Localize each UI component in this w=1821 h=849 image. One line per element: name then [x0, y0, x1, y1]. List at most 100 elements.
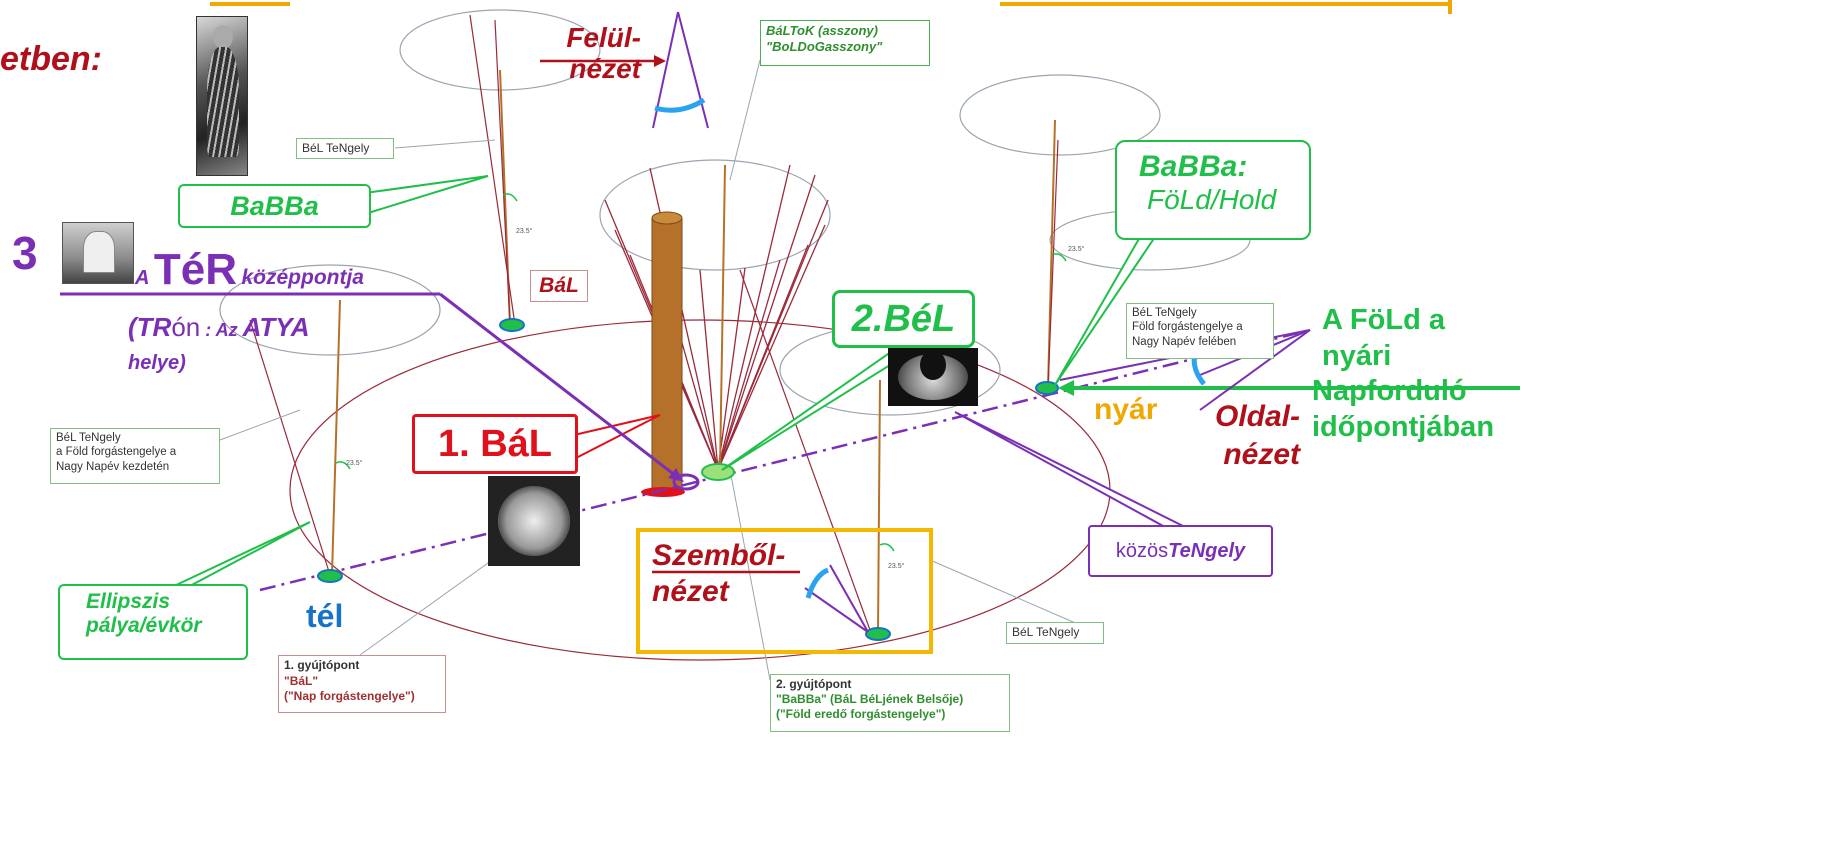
kozos-text: közösTeNgely [1090, 527, 1271, 575]
fold-nyari-l1: A FöLd a [1322, 304, 1445, 336]
side-view-line2: nézet [1223, 437, 1300, 471]
front-view-line2: nézet [652, 575, 729, 608]
tron-colon: : Az [200, 320, 243, 340]
top-view-arc [654, 97, 706, 113]
ter-pointer-line [439, 292, 677, 478]
axis-lines [331, 69, 1056, 634]
tron-label: (TRón : Az ATYA [128, 312, 310, 343]
ter-pointer-head [668, 468, 684, 482]
front-view-label: Szemből- nézet [652, 538, 785, 610]
top-ellipse-right [959, 74, 1161, 156]
bel2-callout: 2.BéL [832, 290, 975, 348]
gyujto1-l3: ("Nap forgástengelye") [284, 689, 415, 704]
fold-nyari-l4: időpontjában [1312, 410, 1495, 443]
sun-image [488, 476, 580, 566]
tel-label: tél [306, 598, 344, 634]
babba-fold-callout: BaBBa: FöLd/Hold [1115, 140, 1311, 240]
gyujto2-label: 2. gyújtópont "BaBBa" (BáL BéLjének Bels… [770, 674, 1010, 732]
ter-rest: középpontja [241, 266, 364, 289]
mid-ellipse-left [219, 264, 441, 356]
gyujto1-l1: 1. gyújtópont [284, 658, 360, 672]
front-view-line-1 [804, 587, 869, 633]
nyar-label: nyár [1094, 393, 1158, 426]
madonna-image [196, 16, 248, 176]
ellipszis-pointer [171, 521, 311, 588]
front-view-frame [636, 528, 933, 654]
top-view-arrowhead [654, 55, 666, 67]
bel-right-l2: Föld forgástengelye a [1132, 321, 1243, 334]
baltok-label: BáLToK (asszony) "BoLDoGasszony" [760, 20, 930, 66]
kozos-b: TeNgely [1168, 540, 1246, 562]
bal-rod-top [651, 211, 683, 225]
small-angle-marks [335, 193, 1067, 552]
point-left-top [499, 318, 525, 332]
top-view-label: Felül- nézet [533, 22, 641, 85]
bel-left-l2: a Föld forgástengelye a [56, 446, 177, 459]
top-view-cone-right [677, 11, 709, 129]
ter-a: A [135, 267, 150, 289]
angle-label-4: 23.5° [888, 563, 905, 570]
bel2-text: 2.BéL [851, 298, 956, 340]
front-view-line1: Szemből- [652, 539, 786, 572]
ter-ter: TéR [153, 245, 238, 294]
gyujto1-l2: "BáL" [284, 673, 319, 688]
front-view-arc [805, 567, 830, 599]
cone-rim [599, 159, 831, 271]
babba-callout-text: BaBBa [230, 191, 319, 221]
bal1-text: 1. BáL [437, 423, 553, 465]
kozos-pointer [954, 411, 1186, 528]
number-three: 3 [12, 227, 38, 279]
tron-atya: ATYA [242, 312, 310, 342]
bel-right-l3: Nagy Napév felében [1132, 335, 1237, 348]
bal1-callout: 1. BáL [412, 414, 578, 474]
bal-rod-base [641, 487, 685, 497]
angle-label-3: 23.5° [1068, 246, 1085, 253]
baltok-line1: BáLToK (asszony) [766, 23, 878, 38]
bel-left-l1: BéL TeNgely [56, 432, 121, 444]
ellipszis-callout: Ellipszis pálya/évkör [58, 584, 248, 660]
gyujto2-l2: "BaBBa" (BáL BéLjének Belsője) [776, 692, 964, 706]
gyujto2-l1: 2. gyújtópont [776, 677, 852, 691]
bal1-pointer [573, 414, 661, 459]
common-axis-line [259, 328, 1311, 592]
babba-callout-pointer [357, 175, 489, 214]
fold-nyari-l2: nyári [1322, 339, 1392, 372]
tron-tr: (TR [128, 312, 172, 342]
angle-label-2: 23.5° [346, 460, 363, 467]
tron-on: ón [171, 312, 201, 342]
kozos-a: közös [1115, 540, 1169, 562]
bel2-pointer [721, 339, 931, 471]
ter-label: A TéR középpontja [135, 245, 364, 295]
ellipszis-l1: Ellipszis [86, 590, 171, 613]
bal-rod [651, 217, 683, 489]
babba-fold-line2: FöLd/Hold [1147, 184, 1277, 215]
front-view-line-2 [829, 564, 869, 633]
gyujto1-label: 1. gyújtópont "BáL" ("Nap forgástengelye… [278, 655, 446, 713]
babba-fold-line1: BaBBa: [1139, 150, 1248, 183]
bel-right-l1: BéL TeNgely [1132, 307, 1197, 319]
babba-callout: BaBBa [178, 184, 371, 228]
leader-lines [219, 59, 1081, 681]
gyujto2-l3: ("Föld eredő forgástengelye") [776, 707, 946, 721]
angle-label-1: 23.5° [516, 228, 533, 235]
tron-helye: helye) [128, 352, 186, 374]
ellipszis-l2: pálya/évkör [86, 614, 202, 637]
point-tel [317, 569, 343, 583]
red-slant-lines [249, 14, 1059, 631]
bel-left-l3: Nagy Napév kezdetén [56, 460, 170, 473]
babba-fold-pointer [1054, 236, 1156, 386]
bel-tengely-left-label: BéL TeNgely a Föld forgástengelye a Nagy… [50, 428, 220, 484]
kozos-callout: közösTeNgely [1088, 525, 1273, 577]
moon-image [888, 348, 978, 406]
point-bottom [865, 627, 891, 641]
side-view-line1: Oldal- [1214, 400, 1300, 433]
bal-small-label: BáL [530, 270, 588, 302]
fold-nyari-label: A FöLd a nyári Napforduló időpontjában [1312, 303, 1494, 446]
side-view-label: Oldal- nézet [1200, 398, 1300, 473]
throne-image [62, 222, 134, 284]
fold-nyari-l3: Napforduló [1312, 375, 1467, 408]
bel-tengely-bottom-label: BéL TeNgely [1006, 622, 1104, 644]
baltok-line2: "BoLDoGasszony" [766, 39, 883, 55]
side-view-arrowhead [1058, 380, 1074, 396]
